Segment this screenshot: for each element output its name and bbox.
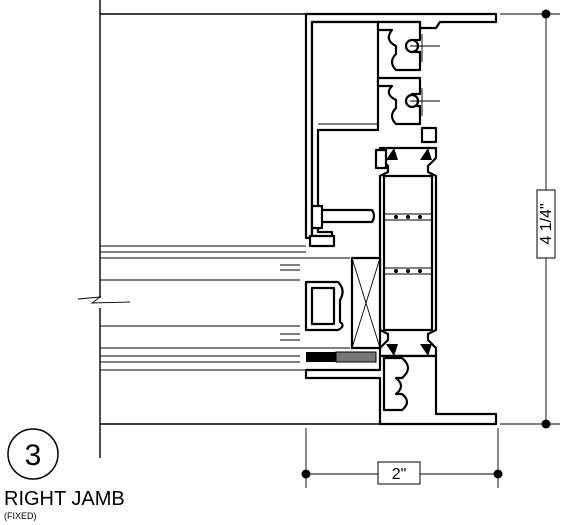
detail-number-circle (7, 428, 59, 480)
detail-title: RIGHT JAMB (4, 488, 125, 510)
height-dimension: 4 1/4" (500, 9, 560, 429)
glazing-lines (100, 245, 350, 371)
detail-number: 3 (25, 439, 42, 472)
lower-frame-profile (304, 351, 498, 426)
height-dimension-label: 4 1/4" (538, 203, 555, 244)
width-dimension-label: 2" (392, 466, 407, 483)
detail-callout: 3 RIGHT JAMB (FIXED) (4, 428, 125, 521)
thermal-break-chambers (374, 126, 438, 358)
glazing-stop (304, 256, 382, 350)
width-dimension-box (377, 461, 421, 485)
screw-bosses (376, 20, 440, 126)
height-dimension-box (536, 189, 556, 259)
frame-profile (304, 12, 498, 248)
width-dimension: 2" (301, 428, 503, 488)
detail-subtitle: (FIXED) (4, 511, 37, 521)
wall-substrate (77, 0, 380, 458)
